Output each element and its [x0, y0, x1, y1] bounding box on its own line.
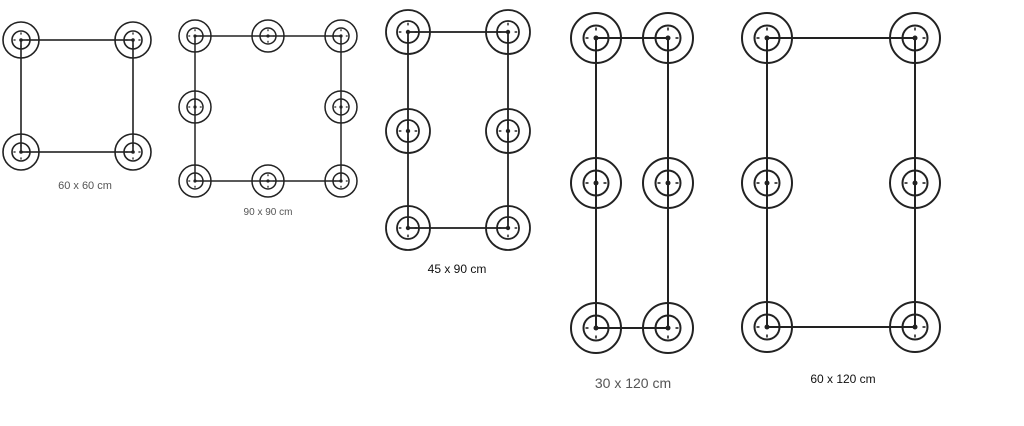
table-layout-2: [385, 9, 531, 251]
table-layout-3: [570, 12, 694, 354]
layout-label-30x120: 30 x 120 cm: [594, 375, 672, 391]
leg-node-icon: [2, 21, 40, 59]
table-frame: [595, 37, 669, 329]
table-frame: [407, 31, 509, 229]
leg-node-icon: [485, 108, 531, 154]
leg-node-icon: [570, 302, 622, 354]
leg-node-icon: [570, 12, 622, 64]
leg-node-icon: [642, 302, 694, 354]
leg-node-icon: [385, 9, 431, 55]
leg-node-icon: [741, 157, 793, 209]
leg-node-icon: [889, 12, 941, 64]
leg-node-icon: [385, 205, 431, 251]
leg-node-icon: [114, 133, 152, 171]
table-frame: [194, 35, 342, 182]
table-layout-0: [2, 21, 152, 171]
layout-label-60x120: 60 x 120 cm: [810, 372, 876, 386]
leg-node-icon: [741, 301, 793, 353]
leg-node-icon: [324, 164, 358, 198]
leg-node-icon: [889, 157, 941, 209]
leg-node-icon: [889, 301, 941, 353]
leg-node-icon: [485, 205, 531, 251]
leg-node-icon: [178, 90, 212, 124]
leg-node-icon: [741, 12, 793, 64]
leg-node-icon: [114, 21, 152, 59]
leg-node-icon: [642, 12, 694, 64]
leg-node-icon: [385, 108, 431, 154]
leg-node-icon: [324, 90, 358, 124]
leg-node-icon: [570, 157, 622, 209]
leg-node-icon: [251, 19, 285, 53]
leg-node-icon: [251, 164, 285, 198]
table-layout-4: [741, 12, 941, 353]
leg-node-icon: [2, 133, 40, 171]
layout-label-45x90: 45 x 90 cm: [427, 262, 487, 276]
table-frame: [766, 37, 916, 328]
leg-node-icon: [178, 164, 212, 198]
layout-label-90x90: 90 x 90 cm: [243, 207, 293, 218]
table-frame: [20, 39, 134, 153]
leg-node-icon: [642, 157, 694, 209]
leg-node-icon: [485, 9, 531, 55]
table-layout-1: [178, 19, 358, 198]
leg-node-icon: [324, 19, 358, 53]
leg-node-icon: [178, 19, 212, 53]
layout-label-60x60: 60 x 60 cm: [58, 180, 112, 192]
